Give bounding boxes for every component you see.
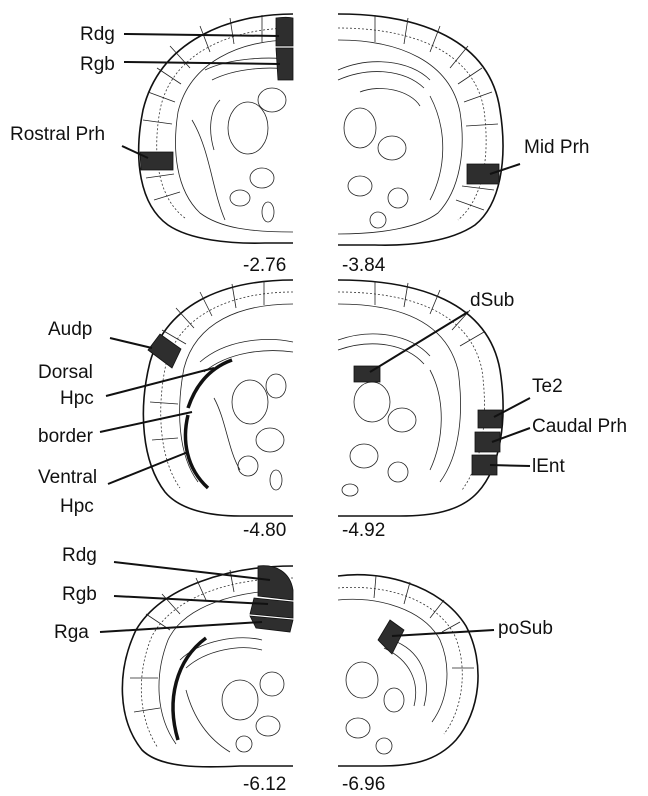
section-label-s1: -2.76	[243, 255, 286, 276]
leader-rga	[100, 622, 262, 632]
section-2-76-cortical-ticks	[143, 15, 262, 200]
section-4-80-cortex-inner	[180, 304, 293, 482]
section-label-s6: -6.96	[342, 774, 385, 795]
leader-rdg-bottom	[114, 562, 270, 580]
section-label-s5: -6.12	[243, 774, 286, 795]
section-6-96	[338, 575, 478, 766]
section-4-80	[143, 280, 293, 516]
label-posub: poSub	[498, 618, 553, 639]
section-4-92-internal	[338, 334, 441, 496]
label-dsub: dSub	[470, 290, 514, 311]
section-6-96-layer	[338, 587, 462, 734]
section-3-84-cortex-inner	[338, 40, 462, 234]
label-ventral: Ventral	[38, 467, 97, 488]
label-rgb-top: Rgb	[80, 54, 115, 75]
label-rgb-bottom: Rgb	[62, 584, 97, 605]
section-4-92	[338, 280, 503, 516]
label-hpc-dorsal: Hpc	[60, 388, 94, 409]
leader-lent	[490, 465, 530, 466]
label-border: border	[38, 426, 94, 447]
section-label-s3: -4.80	[243, 520, 286, 541]
section-3-84	[338, 14, 503, 245]
label-rdg-bottom: Rdg	[62, 545, 97, 566]
section-coordinate-labels: -2.76 -3.84 -4.80 -4.92 -6.12 -6.96	[243, 255, 386, 795]
region-rdg-bottom	[258, 566, 293, 600]
label-mid-prh: Mid Prh	[524, 137, 589, 158]
hpc-ventral-line	[185, 415, 208, 488]
leader-rgb-bottom	[114, 596, 268, 604]
section-2-76	[139, 14, 293, 243]
section-label-s2: -3.84	[342, 255, 386, 276]
region-rga	[250, 616, 293, 632]
label-te2: Te2	[532, 376, 563, 397]
section-2-76-outline	[139, 14, 293, 243]
leader-audp	[110, 338, 152, 348]
region-audp	[148, 334, 181, 368]
section-2-76-cortex-inner	[176, 40, 293, 232]
label-audp: Audp	[48, 319, 92, 340]
label-lent: lEnt	[532, 456, 565, 477]
leader-lines	[100, 34, 530, 636]
region-posub	[378, 620, 404, 654]
label-hpc-ventral: Hpc	[60, 496, 94, 517]
section-3-84-internal	[338, 62, 443, 228]
leader-rgb-top	[124, 62, 280, 64]
leader-dorsal-hpc	[106, 368, 214, 396]
section-4-80-outline	[143, 280, 293, 516]
label-caudal-prh: Caudal Prh	[532, 416, 627, 437]
section-6-12-internal	[180, 638, 284, 752]
leader-border	[100, 412, 192, 432]
section-label-s4: -4.92	[342, 520, 385, 541]
section-6-96-internal	[346, 640, 426, 754]
region-rgb-bottom	[250, 598, 293, 618]
label-rostral-prh: Rostral Prh	[10, 124, 105, 145]
region-rdg-top	[276, 17, 293, 46]
region-labels: Rdg Rgb Rostral Prh Mid Prh Audp Dorsal …	[10, 24, 627, 643]
label-dorsal: Dorsal	[38, 362, 93, 383]
label-rga: Rga	[54, 622, 89, 643]
label-rdg-top: Rdg	[80, 24, 115, 45]
leader-te2	[494, 398, 530, 417]
section-4-92-cortex-inner	[338, 304, 461, 482]
leader-rdg-top	[124, 34, 279, 36]
section-6-12	[122, 566, 293, 767]
region-te2	[478, 410, 502, 428]
region-caudal-prh	[475, 432, 500, 452]
section-2-76-layer	[157, 28, 293, 218]
region-rostral-prh	[140, 152, 173, 170]
section-2-76-internal	[192, 58, 293, 222]
section-3-84-outline	[338, 14, 503, 245]
section-3-84-layer	[338, 28, 486, 220]
region-mid-prh	[467, 164, 499, 184]
leader-dsub	[370, 312, 468, 372]
section-4-80-internal	[200, 339, 293, 490]
section-4-92-layer	[338, 292, 485, 490]
leader-posub	[392, 630, 494, 636]
section-6-96-outline	[338, 575, 478, 766]
section-4-92-outline	[338, 280, 503, 516]
